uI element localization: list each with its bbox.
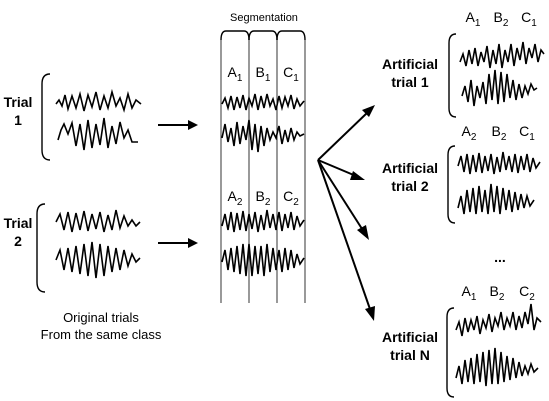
- artificial-trial-n-segment-label-3: C2: [519, 283, 535, 303]
- arrow-to-artificial-trial-ellipsis: [317, 159, 365, 233]
- artificial-trial-n-label-line2: trial N: [390, 347, 430, 363]
- segment-b-brace: [248, 30, 278, 41]
- artificial-trial-n-brace: [446, 307, 455, 398]
- arrow-head: [350, 171, 365, 180]
- trial-1-label-line1: Trial: [4, 94, 33, 110]
- segmented-trial-1-signal-2: [221, 119, 305, 153]
- arrow-head: [188, 120, 198, 130]
- artificial-trial-1-segment-label-2: B2: [494, 9, 509, 29]
- arrow-to-artificial-trial-n: [317, 159, 372, 313]
- original-trials-caption-line1: Original trials: [63, 310, 139, 325]
- arrow-head: [362, 105, 375, 117]
- trial-1-label-line2: 1: [14, 112, 22, 128]
- artificial-trial-2-segment-label-2: B2: [492, 123, 507, 143]
- original-trials-caption-line2: From the same class: [41, 327, 162, 342]
- trial-2-brace: [36, 203, 46, 293]
- segment-label-a2: A2: [228, 188, 243, 208]
- arrow-to-artificial-trial-2: [317, 159, 357, 177]
- trial-2-label-line1: Trial: [4, 215, 33, 231]
- trial-2-signal-1: [55, 209, 141, 233]
- segmentation-title: Segmentation: [230, 12, 298, 24]
- artificial-trial-2-brace: [447, 145, 456, 224]
- artificial-trial-n-label-line1: Artificial: [382, 329, 438, 345]
- segment-label-b1: B1: [256, 64, 271, 84]
- artificial-trial-n-segment-label-1: A1: [462, 283, 477, 303]
- arrow-head: [365, 306, 375, 321]
- artificial-trial-1-segment-label-3: C1: [521, 9, 537, 29]
- trial-1-brace: [41, 73, 51, 161]
- trial-2-label-line2: 2: [14, 233, 22, 249]
- artificial-trial-1-signal-2: [461, 69, 538, 107]
- segmented-trial-1-signal-1: [221, 93, 305, 112]
- trial-2-signal-2: [55, 241, 141, 279]
- segment-label-a1: A1: [228, 64, 243, 84]
- artificial-trial-2-signal-2: [457, 183, 535, 215]
- artificial-trial-1-brace: [448, 33, 457, 118]
- artificial-trial-n-signal-2: [455, 347, 539, 387]
- segmented-trial-2-signal-1: [221, 209, 305, 233]
- artificial-trial-1-segment-label-1: A1: [466, 9, 481, 29]
- artificial-trial-1-signal-1: [459, 41, 545, 69]
- more-trials-ellipsis: ...: [494, 249, 506, 265]
- artificial-trial-1-label-line1: Artificial: [382, 56, 438, 72]
- artificial-trial-2-signal-1: [457, 151, 541, 175]
- trial-1-signal-1: [55, 88, 142, 113]
- artificial-trial-2-label-line2: trial 2: [391, 178, 429, 194]
- segment-c-brace: [276, 30, 306, 41]
- artificial-trial-2-segment-label-1: A2: [462, 123, 477, 143]
- artificial-trial-n-segment-label-2: B2: [490, 283, 505, 303]
- segmented-trial-2-signal-2: [221, 243, 305, 277]
- arrow-head: [357, 225, 369, 240]
- artificial-trial-2-label-line1: Artificial: [382, 160, 438, 176]
- segment-a-brace: [220, 30, 250, 41]
- arrow-head: [188, 238, 198, 248]
- trial-1-signal-2: [57, 117, 138, 151]
- segment-label-c2: C2: [283, 188, 299, 208]
- segment-label-c1: C1: [283, 64, 299, 84]
- artificial-trial-2-segment-label-3: C1: [519, 123, 535, 143]
- artificial-trial-n-signal-1: [455, 303, 542, 337]
- arrow-to-artificial-trial-1: [317, 111, 369, 161]
- segment-label-b2: B2: [256, 188, 271, 208]
- artificial-trial-1-label-line2: trial 1: [391, 74, 429, 90]
